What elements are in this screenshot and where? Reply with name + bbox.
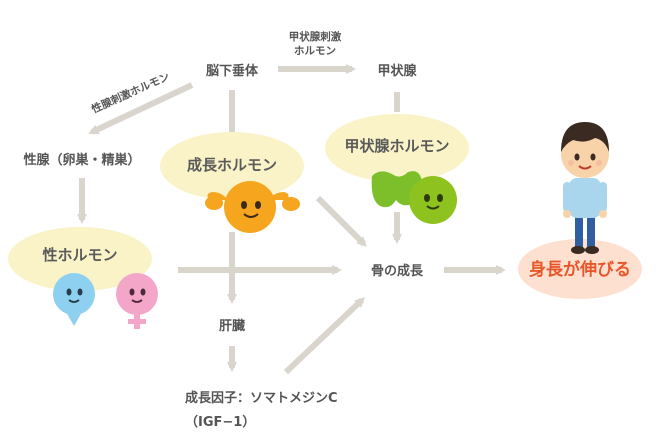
- female-hormone-character: [116, 273, 158, 329]
- thyroid-hormone-label: 甲状腺ホルモン: [344, 137, 449, 155]
- height-growth-label: 身長が伸びる: [529, 259, 631, 280]
- tsh-label-line1: 甲状腺刺激: [289, 30, 342, 43]
- arrow-growth-to-bone: [315, 195, 367, 247]
- arrow-factor-to-bone: [283, 297, 365, 375]
- growth-hormone-bubble: [160, 132, 304, 200]
- thyroid-label: 甲状腺: [377, 63, 417, 79]
- bone-growth-label: 骨の成長: [371, 263, 424, 279]
- thyroid-character: [371, 171, 457, 224]
- liver-label: 肝臓: [219, 318, 245, 334]
- growth-factor-label: 成長因子：ソマトメジンC: [185, 390, 338, 406]
- pituitary-label: 脳下垂体: [206, 63, 259, 79]
- arrow-pituitary-to-gonads: [88, 82, 194, 135]
- growth-hormone-character: [205, 181, 300, 233]
- gonadotropin-label: 性腺刺激ホルモン: [90, 70, 172, 116]
- sex-hormone-label: 性ホルモン: [42, 246, 117, 264]
- growing-child-illustration: [561, 122, 609, 254]
- male-hormone-character: [53, 273, 95, 326]
- thyroid-hormone-bubble: [325, 114, 469, 182]
- growth-hormone-label: 成長ホルモン: [187, 156, 277, 174]
- igf-label: （IGF−1）: [185, 414, 255, 430]
- sex-hormone-bubble: [8, 227, 152, 291]
- height-growth-bubble: [518, 239, 642, 299]
- tsh-label-line2: ホルモン: [294, 45, 336, 57]
- gonads-label: 性腺（卵巣・精巣）: [23, 152, 140, 168]
